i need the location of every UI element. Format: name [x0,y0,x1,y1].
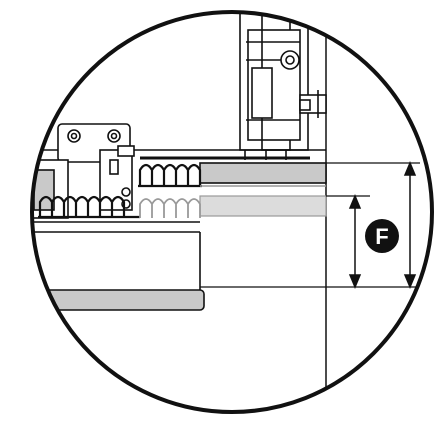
lower-hinge-plate [57,123,135,211]
lower-panel-edge-faded [199,195,327,217]
middle-rails [32,185,326,298]
detail-view-contents [32,12,420,412]
bottom-panel-edge [32,289,205,311]
spring-upper [138,163,202,188]
callout-letter: F [375,224,388,249]
upper-hinge-assembly [239,12,327,160]
spring-faded [139,198,201,218]
dimension-extension-lines [200,162,420,288]
spring-lower [38,195,140,219]
detail-circle-border [30,10,434,414]
callout-f: F [365,219,399,253]
dimension-arrow-short [348,194,362,289]
upper-panel-edge [199,162,327,184]
cut-edge-mark [32,281,41,289]
callout-circle [365,219,399,253]
left-mounting-bracket [32,159,69,219]
dimension-arrow-long [403,161,417,289]
